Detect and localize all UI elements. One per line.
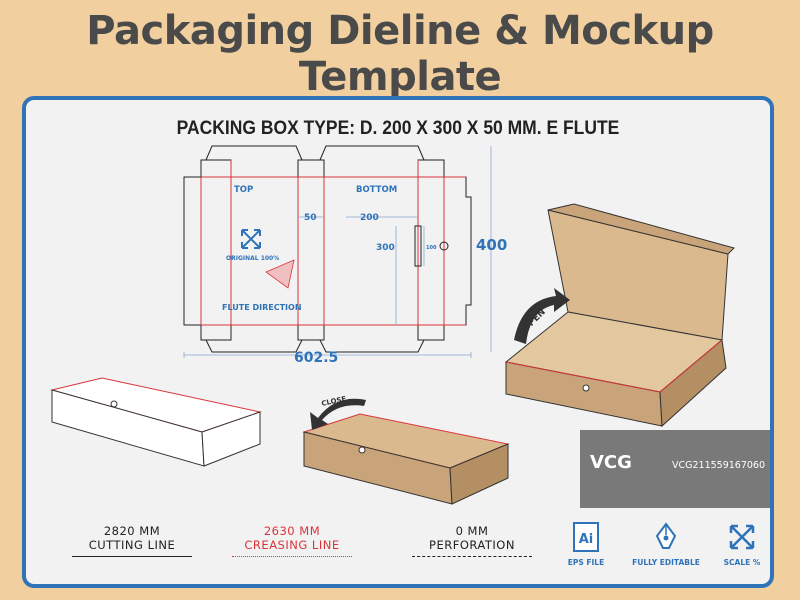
- dieline: [183, 145, 492, 358]
- dim-300-label: 300: [376, 243, 395, 253]
- dieline-thumb-hole: [439, 241, 449, 251]
- page-title: Packaging Dieline & Mockup Template: [86, 8, 714, 100]
- dieline-top-label: TOP: [234, 185, 253, 195]
- watermark: VCG VCG211559167060: [580, 430, 770, 508]
- white-box-side: [201, 411, 261, 467]
- creasing-length: 2630 MM: [263, 524, 321, 538]
- dim-width-label: 602.5: [294, 350, 338, 366]
- open-box-crease: [505, 339, 723, 393]
- perforation-label: PERFORATION: [429, 538, 515, 552]
- legend-creasing: 2630 MM CREASING LINE: [222, 524, 362, 557]
- perforation-line-swatch: [412, 556, 532, 557]
- white-box-thumb-hole: [110, 400, 118, 408]
- dim-50-label: 50: [304, 213, 317, 223]
- perforation-length: 0 MM: [455, 524, 489, 538]
- flute-direction-label: FLUTE DIRECTION: [222, 303, 302, 312]
- dieline-bottom-flap-right: [319, 339, 425, 353]
- watermark-logo: VCG: [590, 452, 632, 473]
- open-box-thumb-hole: [582, 384, 590, 392]
- scale-arrows-icon: [729, 524, 755, 550]
- close-arrow-icon: [310, 398, 366, 430]
- legend-perforation: 0 MM PERFORATION: [402, 524, 542, 557]
- fully-editable-badge: FULLY EDITABLE: [626, 522, 706, 567]
- box-type-heading: PACKING BOX TYPE: D. 200 X 300 X 50 MM. …: [176, 118, 620, 139]
- fully-editable-label: FULLY EDITABLE: [632, 558, 700, 567]
- open-box-mockup: [504, 203, 735, 428]
- dim-400-label: 400: [476, 236, 507, 254]
- kraft-box-thumb-hole: [358, 446, 366, 454]
- dieline-bottom-flap: [205, 339, 303, 353]
- pen-tool-icon: [655, 522, 677, 549]
- dieline-dimension-lines: [183, 146, 492, 358]
- ai-icon-text: Ai: [579, 532, 594, 547]
- dieline-top-flap: [205, 145, 303, 161]
- closed-box-white: [50, 377, 262, 467]
- scale-label: SCALE %: [723, 558, 761, 567]
- artwork-canvas: TOP BOTTOM 50 200 300 100 400 602.5 ORIG…: [50, 145, 735, 505]
- dieline-crease-lines: [200, 160, 466, 326]
- cutting-line-swatch: [72, 556, 192, 557]
- dim-200-label: 200: [360, 213, 379, 223]
- dieline-scale-icon: [241, 229, 261, 249]
- watermark-id: VCG211559167060: [672, 460, 766, 471]
- eps-file-label: EPS FILE: [567, 558, 605, 567]
- dieline-original-label: ORIGINAL 100%: [226, 255, 279, 262]
- creasing-line-swatch: [232, 556, 352, 557]
- cutting-length: 2820 MM: [103, 524, 161, 538]
- dim-100-label: 100: [426, 245, 437, 251]
- dieline-bottom-label: BOTTOM: [356, 185, 397, 195]
- scale-badge: SCALE %: [702, 522, 770, 567]
- kraft-box-side: [449, 443, 509, 505]
- open-arrow-icon: [514, 288, 570, 344]
- template-panel: PACKING BOX TYPE: D. 200 X 300 X 50 MM. …: [22, 96, 774, 588]
- ai-file-icon: Ai: [573, 522, 599, 552]
- creasing-label: CREASING LINE: [244, 538, 340, 552]
- dieline-lock-slot: [414, 225, 422, 267]
- dieline-top-flap-right: [319, 145, 425, 161]
- legend-cutting: 2820 MM CUTTING LINE: [62, 524, 202, 557]
- cutting-label: CUTTING LINE: [88, 538, 176, 552]
- open-box-lid-top-edge: [547, 203, 735, 255]
- closed-box-kraft: [302, 413, 510, 505]
- flute-curl-icon: [265, 259, 295, 289]
- eps-file-badge: Ai EPS FILE: [546, 522, 626, 567]
